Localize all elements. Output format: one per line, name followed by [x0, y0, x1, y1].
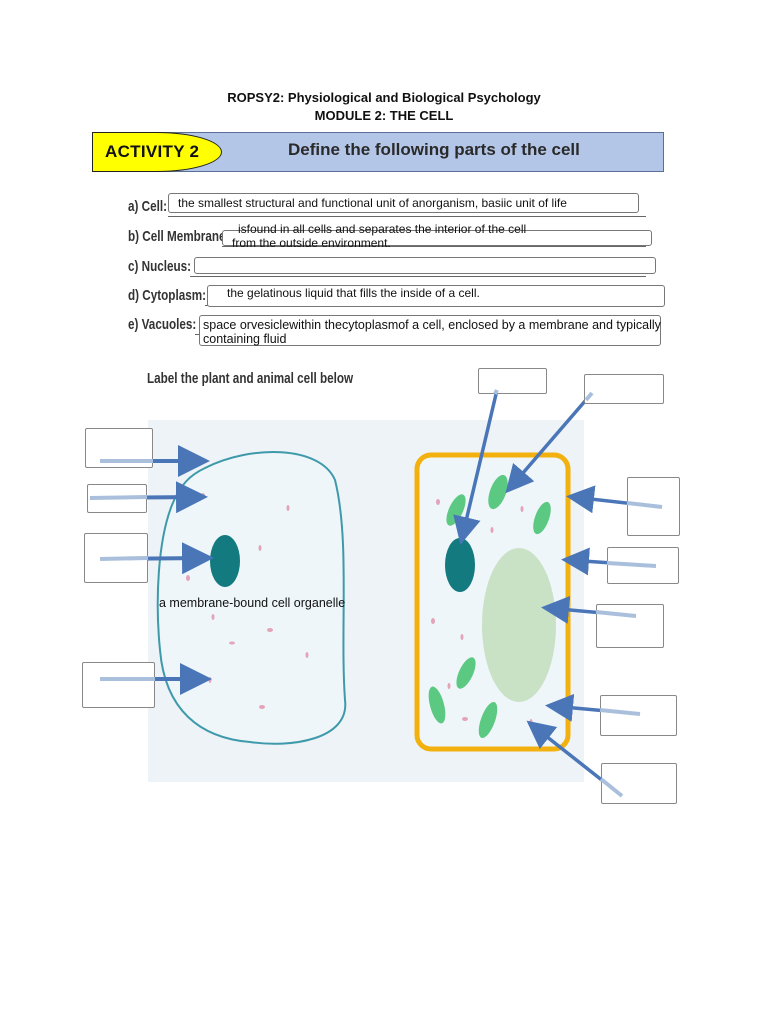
animal-cell-note: a membrane-bound cell organelle [159, 596, 346, 610]
animal-label-box-4[interactable] [82, 662, 155, 708]
module-title: MODULE 2: THE CELL [314, 108, 454, 123]
plant-cell-chloroplasts [428, 474, 551, 739]
plant-cell-nucleus [445, 538, 475, 592]
cell-answer-field[interactable]: the smallest structural and functional u… [168, 193, 639, 213]
cytoplasm-answer-field[interactable]: the gelatinous liquid that fills the ins… [207, 285, 665, 307]
vacuoles-answer-text-2: containing fluid [203, 332, 287, 346]
plant-label-box-5[interactable] [596, 604, 664, 648]
vacuoles-answer-text-1: space orvesiclewithin thecytoplasmof a c… [203, 318, 661, 332]
cell-membrane-answer-field[interactable]: isfound in all cells and separates the i… [222, 222, 652, 250]
cytoplasm-answer-text: the gelatinous liquid that fills the ins… [227, 286, 480, 300]
animal-label-box-2[interactable] [87, 484, 147, 513]
animal-label-box-1[interactable] [85, 428, 153, 468]
plant-label-box-1[interactable] [478, 368, 547, 394]
nucleus-answer-field[interactable] [194, 257, 656, 274]
answer-line [222, 246, 646, 247]
term-cytoplasm: d) Cytoplasm: [128, 287, 207, 304]
animal-cell-nucleus [210, 535, 240, 587]
term-nucleus: c) Nucleus: [128, 258, 192, 275]
plant-label-box-3[interactable] [627, 477, 680, 536]
plant-cell-vacuole [482, 548, 556, 702]
plant-label-box-4[interactable] [607, 547, 679, 584]
cell-answer-text: the smallest structural and functional u… [178, 196, 567, 210]
answer-line [168, 216, 646, 217]
activity-instruction: Define the following parts of the cell [288, 140, 580, 159]
course-title: ROPSY2: Physiological and Biological Psy… [227, 90, 541, 105]
plant-label-box-7[interactable] [601, 763, 677, 804]
label-instruction: Label the plant and animal cell below [147, 370, 354, 387]
cell-membrane-answer-text-1: isfound in all cells and separates the i… [238, 222, 527, 236]
activity-badge: ACTIVITY 2 [92, 132, 222, 172]
plant-label-box-2[interactable] [584, 374, 664, 404]
answer-line [190, 276, 646, 277]
term-vacuoles: e) Vacuoles: [128, 316, 197, 333]
term-cell-membrane: b) Cell Membrane: [128, 228, 230, 245]
vacuoles-answer-field[interactable]: space orvesiclewithin thecytoplasmof a c… [199, 315, 661, 346]
animal-label-box-3[interactable] [84, 533, 148, 583]
cell-membrane-answer-text-2: from the outside environment. [232, 236, 391, 250]
plant-label-box-6[interactable] [600, 695, 677, 736]
term-cell: a) Cell: [128, 198, 168, 215]
